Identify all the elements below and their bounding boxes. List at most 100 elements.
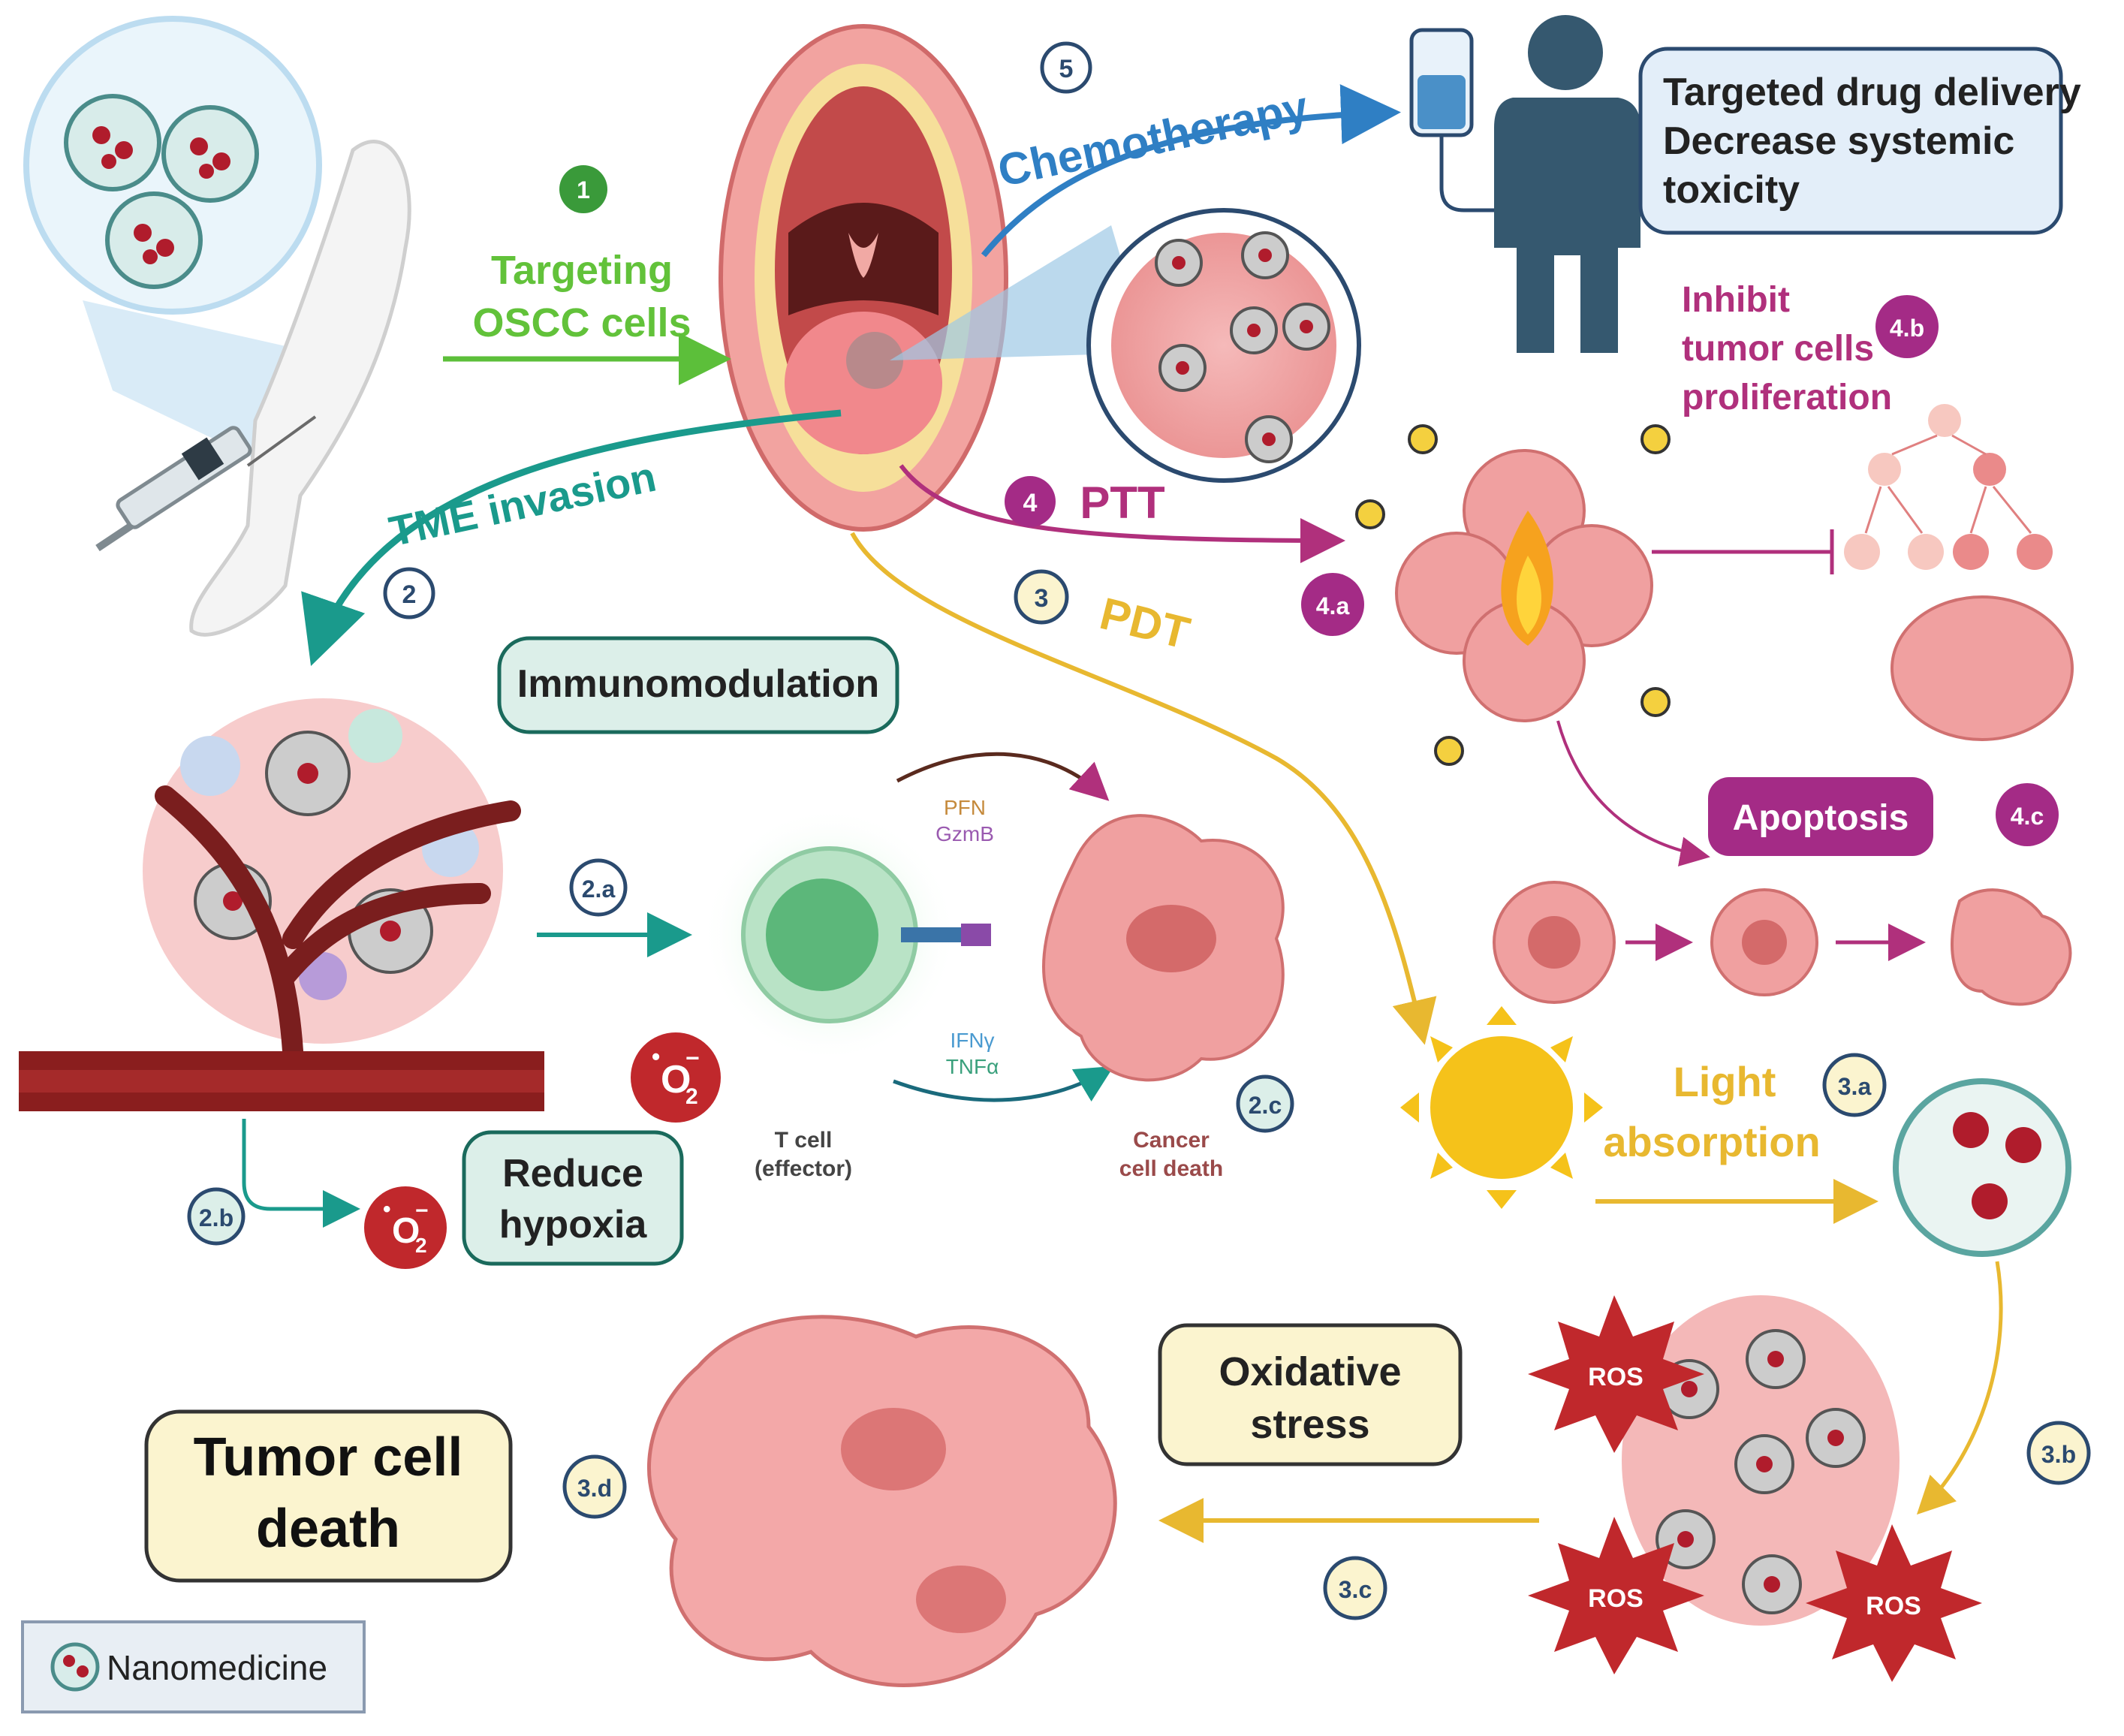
radical-dot: • [652, 1043, 660, 1070]
step-2-arrow [301, 409, 842, 666]
superoxide-charge: − [685, 1044, 700, 1071]
superoxide-charge-2: − [415, 1198, 429, 1223]
mouth-oscc-icon [719, 24, 1008, 532]
radical-dot-2: • [383, 1197, 391, 1222]
patient-figure-icon [1494, 15, 1640, 353]
ifng-label: IFNγ [950, 1029, 994, 1052]
apoptosis-label: Apoptosis [1733, 798, 1909, 838]
cancer-death-label-line1: Cancer [1133, 1128, 1210, 1153]
tumor-microenvironment [19, 698, 544, 1111]
step-3-arrow [850, 532, 1437, 1045]
ros-burst: ROS [1528, 1517, 1704, 1674]
step-4a: 4.a [1301, 573, 1364, 636]
legend: Nanomedicine [21, 1620, 366, 1713]
step-5-badge: 5 [1059, 55, 1074, 83]
step-4: 4 PTT [899, 464, 1345, 563]
superoxide-subscript-2: 2 [415, 1234, 427, 1257]
heated-tumor-cells [1355, 424, 1834, 766]
radiation-icon [1355, 499, 1385, 529]
legend-label: Nanomedicine [107, 1648, 327, 1687]
syringe-icon [95, 415, 317, 552]
nanoparticle-large [1893, 1078, 2071, 1257]
nanoparticle-icon [64, 94, 161, 191]
step-3-badge: 3 [1035, 584, 1049, 613]
oxidative-stress-line1: Oxidative [1219, 1349, 1401, 1394]
reduce-hypoxia-line1: Reduce [502, 1152, 643, 1195]
step-1-label-line2: OSCC cells [472, 300, 691, 345]
ros-label-3: ROS [1866, 1592, 1921, 1620]
cytotoxic-molecules: PFN GzmB IFNγ TNFα [893, 752, 1114, 1102]
step-1: 1 Targeting OSCC cells [443, 165, 731, 385]
step-3b-badge: 3.b [2041, 1441, 2076, 1468]
step-3a-line2: absorption [1603, 1118, 1820, 1165]
step-2c: 2.c [1236, 1074, 1294, 1133]
chemo-outcome-line3: toxicity [1663, 168, 1800, 212]
step-2b-badge: 2.b [199, 1204, 233, 1231]
step-2b: 2.b [187, 1119, 360, 1246]
nanoparticle-icon [161, 105, 259, 203]
step-3-label: PDT [1095, 588, 1195, 659]
superoxide-bubble: • O 2 − [631, 1032, 721, 1123]
tnfa-label: TNFα [946, 1055, 999, 1078]
step-2c-badge: 2.c [1249, 1092, 1282, 1119]
apoptosis-path: Apoptosis 4.c [1493, 720, 2072, 1006]
cancer-death-label-line2: cell death [1119, 1156, 1223, 1181]
step-4b-line1: Inhibit [1682, 280, 1790, 320]
step-2a: 2.a [537, 858, 692, 957]
chemo-outcome-box: Targeted drug delivery Decrease systemic… [1638, 47, 2081, 235]
cancer-cell-dying: Cancer cell death [1042, 814, 1285, 1181]
radiation-icon [1640, 424, 1671, 454]
step-2a-badge: 2.a [582, 876, 616, 903]
t-cell-label-line2: (effector) [755, 1156, 852, 1181]
step-3d: 3.d [562, 1454, 627, 1519]
superoxide-subscript: 2 [685, 1084, 698, 1109]
step-4c-badge: 4.c [2011, 803, 2044, 830]
step-1-badge: 1 [577, 176, 590, 203]
tumor-cell-death-line1: Tumor cell [194, 1427, 463, 1487]
tumor-cell-death-line2: death [256, 1499, 400, 1559]
radiation-icon [1640, 687, 1671, 717]
step-4b-line3: proliferation [1682, 378, 1892, 417]
ros-label-2: ROS [1588, 1584, 1643, 1613]
ros-burst: ROS [1528, 1295, 1704, 1453]
step-4a-badge: 4.a [1316, 592, 1350, 619]
step-4b-badge: 4.b [1890, 315, 1924, 342]
step-2-badge: 2 [402, 580, 417, 609]
step-3c: 3.c [1158, 1498, 1539, 1620]
step-3c-badge: 3.c [1339, 1576, 1372, 1603]
step-2-label: TME invasion [385, 453, 660, 556]
superoxide-symbol: O [661, 1058, 691, 1102]
step-4b: Inhibit tumor cells proliferation 4.b [1682, 280, 1939, 417]
radiation-icon [1408, 424, 1438, 454]
nanomedicine-legend-icon [50, 1642, 100, 1692]
t-cell-effector: T cell (effector) [702, 807, 991, 1181]
iv-bag-icon [1409, 28, 1494, 212]
t-cell-label-line1: T cell [775, 1128, 833, 1153]
immunomodulation-label: Immunomodulation [517, 662, 879, 706]
step-1-label-line1: Targeting [491, 248, 673, 293]
step-5-label: Chemotherapy [993, 81, 1312, 196]
ros-label-1: ROS [1588, 1363, 1643, 1391]
pfn-label: PFN [944, 796, 986, 819]
superoxide-symbol-2: O [392, 1211, 420, 1251]
reduce-hypoxia-box: Reduce hypoxia [462, 1130, 684, 1266]
tumor-lesion [846, 332, 903, 389]
step-3b: 3.b [1916, 1261, 2091, 1515]
arm-icon [189, 140, 411, 637]
chemo-outcome-line2: Decrease systemic [1663, 119, 2014, 163]
oxidative-stress-box: Oxidative stress [1158, 1323, 1463, 1466]
sun-icon [1400, 1006, 1603, 1209]
step-4b-line2: tumor cells [1682, 329, 1874, 369]
step-5-arrow [981, 84, 1401, 258]
radiation-icon [1434, 736, 1464, 766]
tumor-cell-death-box: Tumor cell death [144, 1409, 513, 1583]
step-3a-badge: 3.a [1838, 1073, 1872, 1100]
step-3a: Light absorption 3.a [1595, 1053, 1887, 1224]
ros-burst: ROS [1806, 1524, 1982, 1682]
step-4-badge: 4 [1023, 489, 1038, 517]
gzmb-label: GzmB [935, 822, 994, 845]
step-3a-line1: Light [1674, 1058, 1776, 1105]
step-4-label: PTT [1080, 478, 1164, 528]
proliferation-tree [1844, 404, 2074, 741]
